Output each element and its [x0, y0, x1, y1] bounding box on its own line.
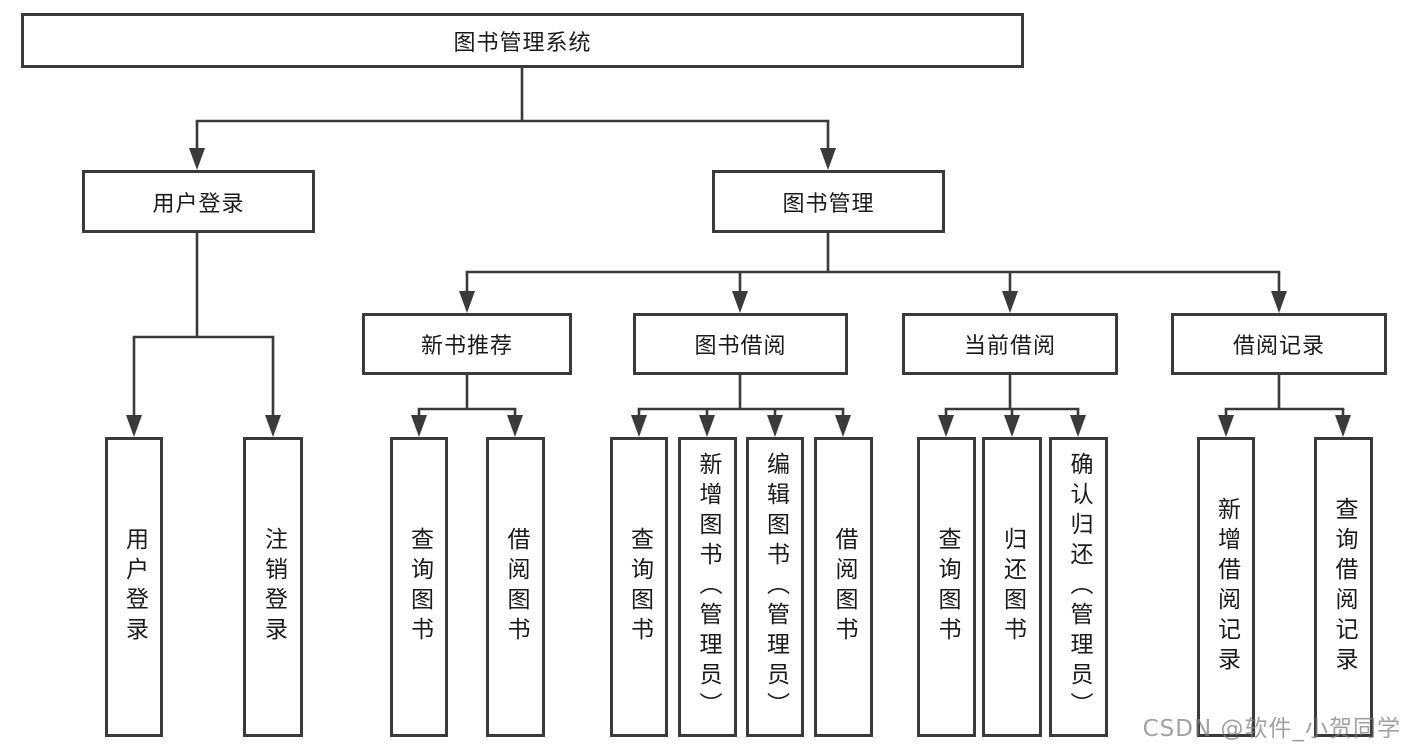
- node-borrow-records: 借阅记录: [1171, 313, 1387, 375]
- leaf-add-borrow-record: 新增借阅记录: [1197, 437, 1255, 737]
- leaf-query-books-1: 查询图书: [390, 437, 448, 737]
- node-book-borrow: 图书借阅: [633, 313, 848, 375]
- leaf-borrow-books-1-label: 借阅图书: [503, 527, 529, 647]
- node-current-borrow-label: 当前借阅: [963, 334, 1056, 359]
- node-book-borrow-label: 图书借阅: [694, 334, 787, 359]
- leaf-query-books-3-label: 查询图书: [934, 527, 960, 647]
- leaf-borrow-books-2-label: 借阅图书: [831, 527, 857, 647]
- node-new-book-recommend: 新书推荐: [362, 313, 572, 375]
- leaf-return-books: 归还图书: [982, 437, 1042, 737]
- leaf-query-books-2: 查询图书: [610, 437, 668, 737]
- csdn-watermark: CSDN @软件_小贺同学: [1142, 716, 1401, 742]
- leaf-edit-books-admin-label: 编辑图书（管理员）: [762, 452, 789, 722]
- leaf-confirm-return-admin-label: 确认归还（管理员）: [1066, 452, 1092, 722]
- leaf-edit-books-admin: 编辑图书（管理员）: [746, 437, 804, 737]
- node-new-book-recommend-label: 新书推荐: [420, 334, 513, 359]
- leaf-add-borrow-record-label: 新增借阅记录: [1213, 497, 1240, 677]
- node-root: 图书管理系统: [21, 13, 1024, 68]
- leaf-borrow-books-1: 借阅图书: [486, 437, 545, 737]
- node-book-management-label: 图书管理: [782, 191, 875, 217]
- leaf-confirm-return-admin: 确认归还（管理员）: [1049, 437, 1108, 737]
- leaf-query-borrow-record-label: 查询借阅记录: [1331, 497, 1357, 677]
- leaf-borrow-books-2: 借阅图书: [814, 437, 873, 737]
- leaf-add-books-admin: 新增图书（管理员）: [678, 437, 737, 737]
- leaf-return-books-label: 归还图书: [999, 527, 1026, 647]
- leaf-query-books-2-label: 查询图书: [626, 527, 653, 647]
- arrowheads: [126, 148, 1351, 437]
- node-user-login-label: 用户登录: [152, 191, 245, 217]
- leaf-user-login: 用户登录: [105, 437, 163, 737]
- leaf-add-books-admin-label: 新增图书（管理员）: [695, 452, 721, 722]
- node-root-label: 图书管理系统: [453, 30, 592, 56]
- node-user-login: 用户登录: [82, 170, 315, 233]
- leaf-query-books-1-label: 查询图书: [406, 527, 433, 647]
- leaf-user-login-label: 用户登录: [121, 527, 148, 647]
- node-book-management: 图书管理: [712, 170, 945, 233]
- leaf-logout: 注销登录: [243, 437, 303, 737]
- node-borrow-records-label: 借阅记录: [1232, 334, 1325, 359]
- node-current-borrow: 当前借阅: [902, 313, 1118, 375]
- leaf-query-books-3: 查询图书: [917, 437, 976, 737]
- leaf-query-borrow-record: 查询借阅记录: [1314, 437, 1373, 737]
- leaf-logout-label: 注销登录: [260, 527, 287, 647]
